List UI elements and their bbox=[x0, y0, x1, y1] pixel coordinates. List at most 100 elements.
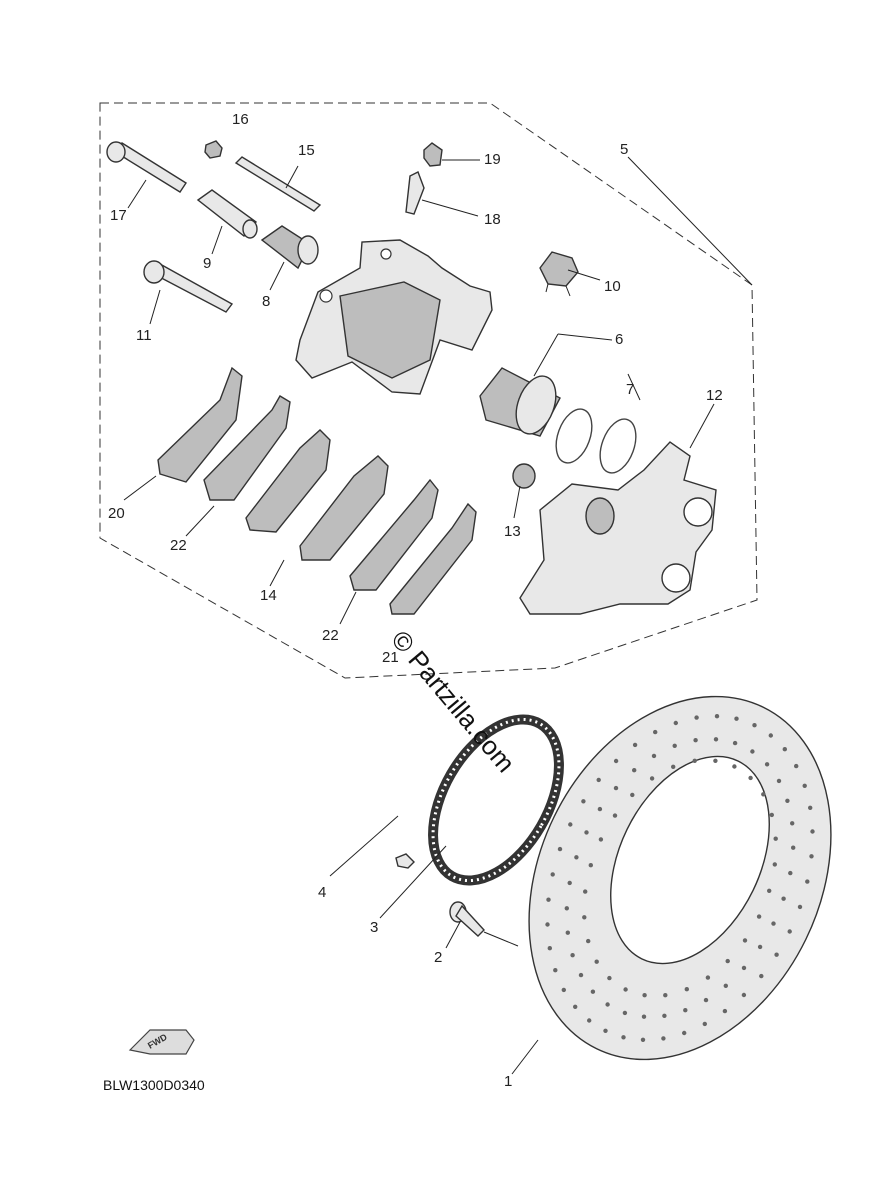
disc-hole bbox=[757, 944, 763, 950]
callout-12[interactable]: 12 bbox=[706, 387, 723, 404]
disc-hole bbox=[651, 753, 657, 759]
disc-hole bbox=[596, 777, 601, 783]
callout-22-upper[interactable]: 22 bbox=[170, 537, 187, 554]
part-6-piston[interactable] bbox=[479, 367, 563, 439]
disc-hole bbox=[623, 987, 628, 992]
disc-hole bbox=[567, 880, 572, 886]
watermark: © Partzilla.com bbox=[385, 625, 521, 778]
part-8-boot[interactable] bbox=[260, 225, 319, 270]
disc-hole bbox=[598, 837, 604, 842]
callout-6[interactable]: 6 bbox=[615, 331, 623, 348]
disc-hole bbox=[630, 792, 635, 798]
callout-5[interactable]: 5 bbox=[620, 141, 628, 158]
callout-20[interactable]: 20 bbox=[108, 505, 125, 522]
part-19-bleeder-cap[interactable] bbox=[423, 142, 443, 167]
disc-hole bbox=[805, 879, 810, 884]
disc-hole bbox=[769, 812, 774, 818]
leader-lines bbox=[123, 156, 753, 1075]
diagram-part-code: BLW1300D0340 bbox=[103, 1077, 205, 1093]
part-21-pad-shim[interactable] bbox=[389, 502, 477, 615]
callout-10[interactable]: 10 bbox=[604, 278, 621, 295]
disc-holes bbox=[545, 714, 815, 1043]
part-20-pad-shim[interactable] bbox=[157, 366, 243, 483]
part-7-seals[interactable] bbox=[549, 404, 642, 478]
callout-7[interactable]: 7 bbox=[626, 381, 634, 398]
part-16-nut[interactable] bbox=[204, 140, 223, 159]
disc-hole bbox=[694, 715, 699, 720]
part-9-sleeve[interactable] bbox=[196, 189, 258, 239]
callout-17[interactable]: 17 bbox=[110, 207, 127, 224]
part-18-bleeder-screw[interactable] bbox=[405, 171, 425, 215]
part-1-brake-disc[interactable] bbox=[471, 646, 871, 1110]
disc-hole bbox=[732, 740, 738, 746]
callout-3[interactable]: 3 bbox=[370, 919, 378, 936]
caliper-assembly-boundary bbox=[99, 102, 758, 679]
callout-14[interactable]: 14 bbox=[260, 587, 277, 604]
callout-19[interactable]: 19 bbox=[484, 151, 501, 168]
disc-hole bbox=[797, 904, 803, 910]
part-22-pad-shim-lower[interactable] bbox=[349, 478, 439, 591]
disc-hole bbox=[573, 1004, 578, 1009]
callout-22-lower[interactable]: 22 bbox=[322, 627, 339, 644]
callout-16[interactable]: 16 bbox=[232, 111, 249, 128]
part-14-brake-pads[interactable] bbox=[245, 429, 389, 561]
callout-15[interactable]: 15 bbox=[298, 142, 315, 159]
disc-hole bbox=[673, 720, 678, 726]
disc-hole bbox=[741, 992, 747, 998]
part-5-caliper-body[interactable] bbox=[295, 239, 493, 395]
disc-hole bbox=[741, 965, 747, 971]
part-22-pad-shim-upper[interactable] bbox=[203, 395, 291, 501]
disc-hole bbox=[570, 953, 575, 958]
part-15-pin[interactable] bbox=[234, 156, 322, 212]
disc-hole bbox=[557, 846, 563, 852]
disc-hole bbox=[584, 830, 589, 835]
disc-hole bbox=[782, 747, 787, 752]
disc-hole bbox=[568, 822, 573, 827]
callout-18[interactable]: 18 bbox=[484, 211, 501, 228]
callout-2[interactable]: 2 bbox=[434, 949, 442, 966]
disc-hole bbox=[748, 775, 753, 781]
disc-hole bbox=[723, 983, 728, 988]
disc-hole bbox=[713, 758, 718, 763]
disc-hole bbox=[703, 997, 709, 1003]
part-2-bolt[interactable] bbox=[449, 901, 485, 937]
disc-hole bbox=[752, 723, 757, 728]
callout-9[interactable]: 9 bbox=[203, 255, 211, 272]
disc-hole bbox=[640, 1037, 646, 1043]
part-3-abs-sensor-rotor[interactable] bbox=[407, 698, 585, 902]
disc-hole bbox=[612, 813, 618, 818]
part-11-bolt[interactable] bbox=[143, 260, 234, 313]
disc-hole bbox=[632, 768, 637, 773]
callout-8[interactable]: 8 bbox=[262, 293, 270, 310]
disc-hole bbox=[653, 729, 658, 735]
disc-hole bbox=[550, 872, 555, 877]
disc-hole bbox=[588, 863, 593, 868]
disc-hole bbox=[734, 716, 739, 721]
disc-hole bbox=[791, 845, 796, 850]
callout-4[interactable]: 4 bbox=[318, 884, 326, 901]
disc-hole bbox=[750, 749, 755, 754]
callout-21[interactable]: 21 bbox=[382, 649, 399, 666]
part-4-screw[interactable] bbox=[395, 853, 415, 869]
forward-direction-arrow: FWD bbox=[128, 1029, 195, 1055]
disc-hole bbox=[607, 975, 612, 981]
callout-13[interactable]: 13 bbox=[504, 523, 521, 540]
disc-hole bbox=[582, 915, 587, 920]
callout-labels: 1 2 3 4 5 6 7 8 9 10 11 12 13 14 15 16 1… bbox=[108, 111, 723, 1090]
disc-hole bbox=[632, 742, 638, 748]
disc-hole bbox=[603, 1028, 608, 1034]
disc-hole bbox=[768, 733, 773, 738]
part-13-grommet[interactable] bbox=[512, 463, 536, 489]
disc-hole bbox=[578, 972, 584, 978]
callout-11[interactable]: 11 bbox=[136, 327, 152, 344]
disc-hole bbox=[672, 743, 677, 748]
part-10-pad-spring-clip[interactable] bbox=[539, 251, 579, 297]
part-12-caliper-bracket[interactable] bbox=[519, 441, 717, 615]
callout-1[interactable]: 1 bbox=[504, 1073, 512, 1090]
disc-hole bbox=[788, 870, 793, 876]
disc-hole bbox=[605, 1002, 610, 1007]
part-17-bolt[interactable] bbox=[106, 141, 187, 193]
disc-hole bbox=[547, 946, 552, 951]
disc-hole bbox=[764, 762, 770, 767]
